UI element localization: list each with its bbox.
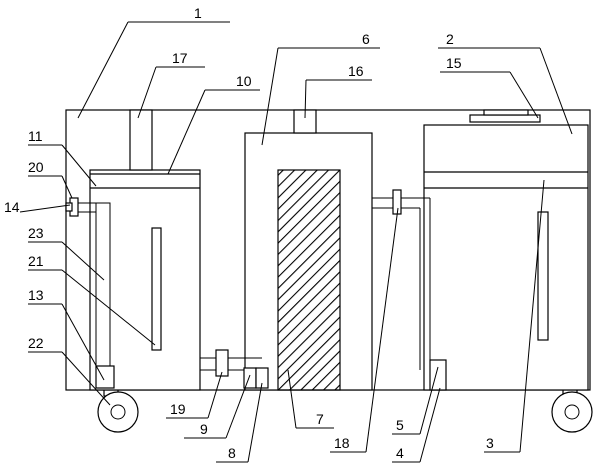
label-10: 10: [236, 73, 252, 89]
right-tank-cap: [469, 114, 541, 123]
side-valve: [65, 197, 79, 217]
right-wheel: [551, 389, 593, 433]
label-7: 7: [316, 411, 324, 427]
middle-right-valve: [392, 189, 402, 215]
label-6: 6: [362, 31, 370, 47]
left-pipe-elbow: [95, 365, 115, 389]
left-middle-connector: [200, 349, 269, 389]
connector-inlet: [255, 367, 269, 389]
label-17: 17: [172, 50, 188, 66]
right-pipe-elbow: [429, 359, 447, 391]
label-18: 18: [334, 435, 350, 451]
label-2: 2: [446, 31, 454, 47]
left-tank: [89, 169, 201, 391]
label-19: 19: [170, 401, 186, 417]
connector-valve: [215, 349, 229, 377]
label-9: 9: [200, 421, 208, 437]
left-wheel: [97, 389, 139, 433]
label-22: 22: [28, 335, 44, 351]
label-20: 20: [28, 159, 44, 175]
left-vertical-pipe: [75, 202, 115, 389]
label-16: 16: [348, 63, 364, 79]
label-3: 3: [486, 435, 494, 451]
label-4: 4: [396, 445, 404, 461]
label-21: 21: [28, 253, 44, 269]
label-11: 11: [28, 128, 43, 144]
label-23: 23: [28, 225, 44, 241]
label-8: 8: [228, 445, 236, 461]
label-13: 13: [28, 287, 44, 303]
label-14: 14: [4, 199, 20, 215]
right-tank: [423, 109, 589, 391]
middle-tank: [244, 109, 373, 391]
leader-lines: [19, 21, 573, 463]
label-5: 5: [396, 417, 404, 433]
right-tank-indicator: [537, 211, 549, 341]
label-15: 15: [446, 55, 462, 71]
left-tank-indicator: [151, 227, 162, 351]
left-tank-chimney: [129, 109, 153, 171]
filter-cartridge: [277, 169, 341, 391]
label-1: 1: [194, 5, 202, 21]
middle-right-pipe: [372, 189, 447, 391]
